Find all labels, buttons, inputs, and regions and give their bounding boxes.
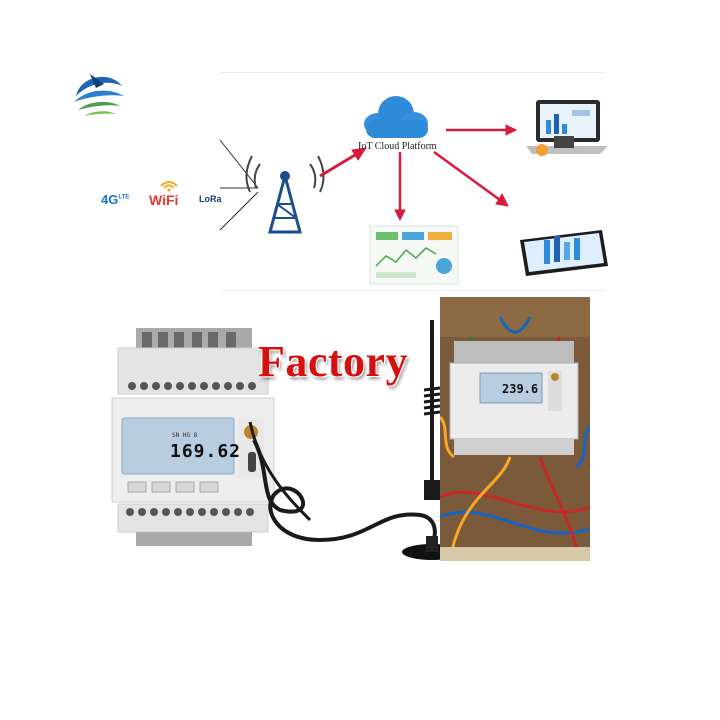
arrow-tower-to-cloud <box>319 147 368 178</box>
network-types: 4GLTE WiFi LoRa <box>95 181 225 222</box>
arrow-cloud-to-laptop <box>446 124 518 136</box>
energy-meter <box>111 328 275 546</box>
divider-top <box>220 72 606 73</box>
label-4g: 4GLTE <box>101 192 130 207</box>
cloud-icon <box>364 96 428 138</box>
dashboard-icon <box>369 225 459 285</box>
company-logo <box>73 69 125 121</box>
meter-reading: 169.62 <box>170 441 242 462</box>
arrow-cloud-to-tablet <box>433 150 509 207</box>
cloud-label: IoT Cloud Platform <box>358 141 437 152</box>
factory-headline: Factory <box>258 337 409 386</box>
photo-meter-reading: 239.6 <box>502 382 539 396</box>
iot-network-diagram <box>219 96 608 285</box>
label-lora: LoRa <box>199 194 222 204</box>
tablet-icon <box>520 230 608 276</box>
divider-bottom <box>220 290 606 291</box>
installed-meter-photo <box>440 297 590 561</box>
label-wifi: WiFi <box>149 192 179 208</box>
laptop-icon <box>526 100 608 156</box>
input-lines <box>219 139 259 231</box>
tower-icon <box>245 155 325 234</box>
wifi-icon <box>160 181 178 192</box>
meter-lcd-header: SN HG 8 <box>172 432 198 439</box>
arrow-cloud-to-dashboard <box>394 152 406 222</box>
antenna-icon <box>248 320 462 560</box>
